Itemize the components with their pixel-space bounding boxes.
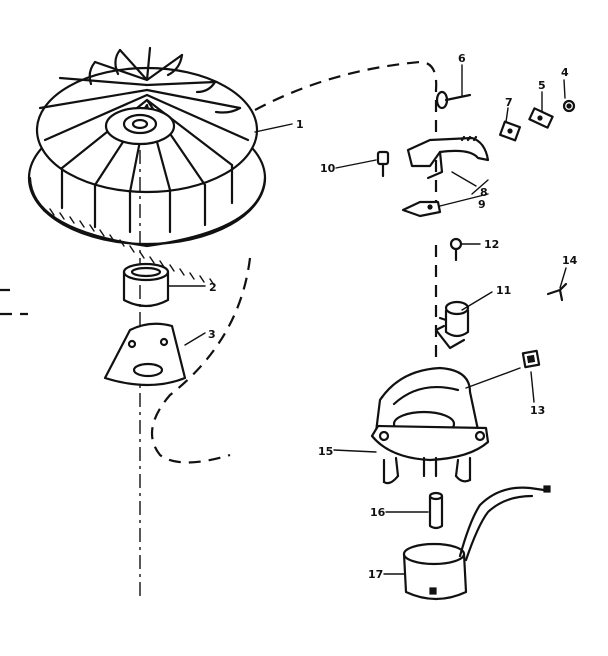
callout-8: 8 bbox=[480, 186, 488, 199]
leader-lines bbox=[167, 64, 567, 575]
callout-14: 14 bbox=[562, 254, 578, 267]
callout-16: 16 bbox=[370, 506, 386, 519]
callout-17: 17 bbox=[368, 568, 383, 581]
ignition-coil bbox=[402, 485, 551, 601]
sleeve bbox=[122, 262, 170, 308]
callout-2: 2 bbox=[209, 281, 217, 294]
terminal-block bbox=[498, 120, 522, 142]
screw-10 bbox=[376, 150, 390, 178]
wire-route-dashed bbox=[150, 60, 438, 464]
callout-10: 10 bbox=[320, 162, 336, 175]
callout-7: 7 bbox=[505, 96, 513, 109]
callout-15: 15 bbox=[318, 445, 333, 458]
nut bbox=[562, 99, 576, 113]
callout-1: 1 bbox=[296, 118, 304, 131]
callout-5: 5 bbox=[538, 79, 546, 92]
callout-9: 9 bbox=[478, 198, 486, 211]
contact-points bbox=[401, 200, 442, 218]
plunger-pin bbox=[428, 491, 444, 530]
contact-bracket bbox=[406, 135, 490, 180]
screw-12 bbox=[449, 237, 463, 262]
callout-3: 3 bbox=[208, 328, 216, 341]
condenser bbox=[434, 300, 470, 350]
callout-12: 12 bbox=[484, 238, 499, 251]
callout-6: 6 bbox=[458, 52, 466, 65]
callout-labels: 1 2 3 4 5 6 7 8 9 10 11 12 13 14 15 16 1… bbox=[208, 52, 578, 581]
screw bbox=[435, 90, 472, 110]
callout-11: 11 bbox=[496, 284, 511, 297]
lead-clip bbox=[546, 282, 568, 302]
left-edge-dashed bbox=[0, 288, 28, 316]
flywheel bbox=[27, 46, 267, 600]
callout-13: 13 bbox=[530, 404, 545, 417]
washer-plate bbox=[103, 322, 187, 387]
breaker-housing bbox=[370, 366, 490, 485]
callout-4: 4 bbox=[561, 66, 569, 79]
dust-seal bbox=[521, 349, 541, 369]
spring-clip bbox=[528, 107, 554, 129]
